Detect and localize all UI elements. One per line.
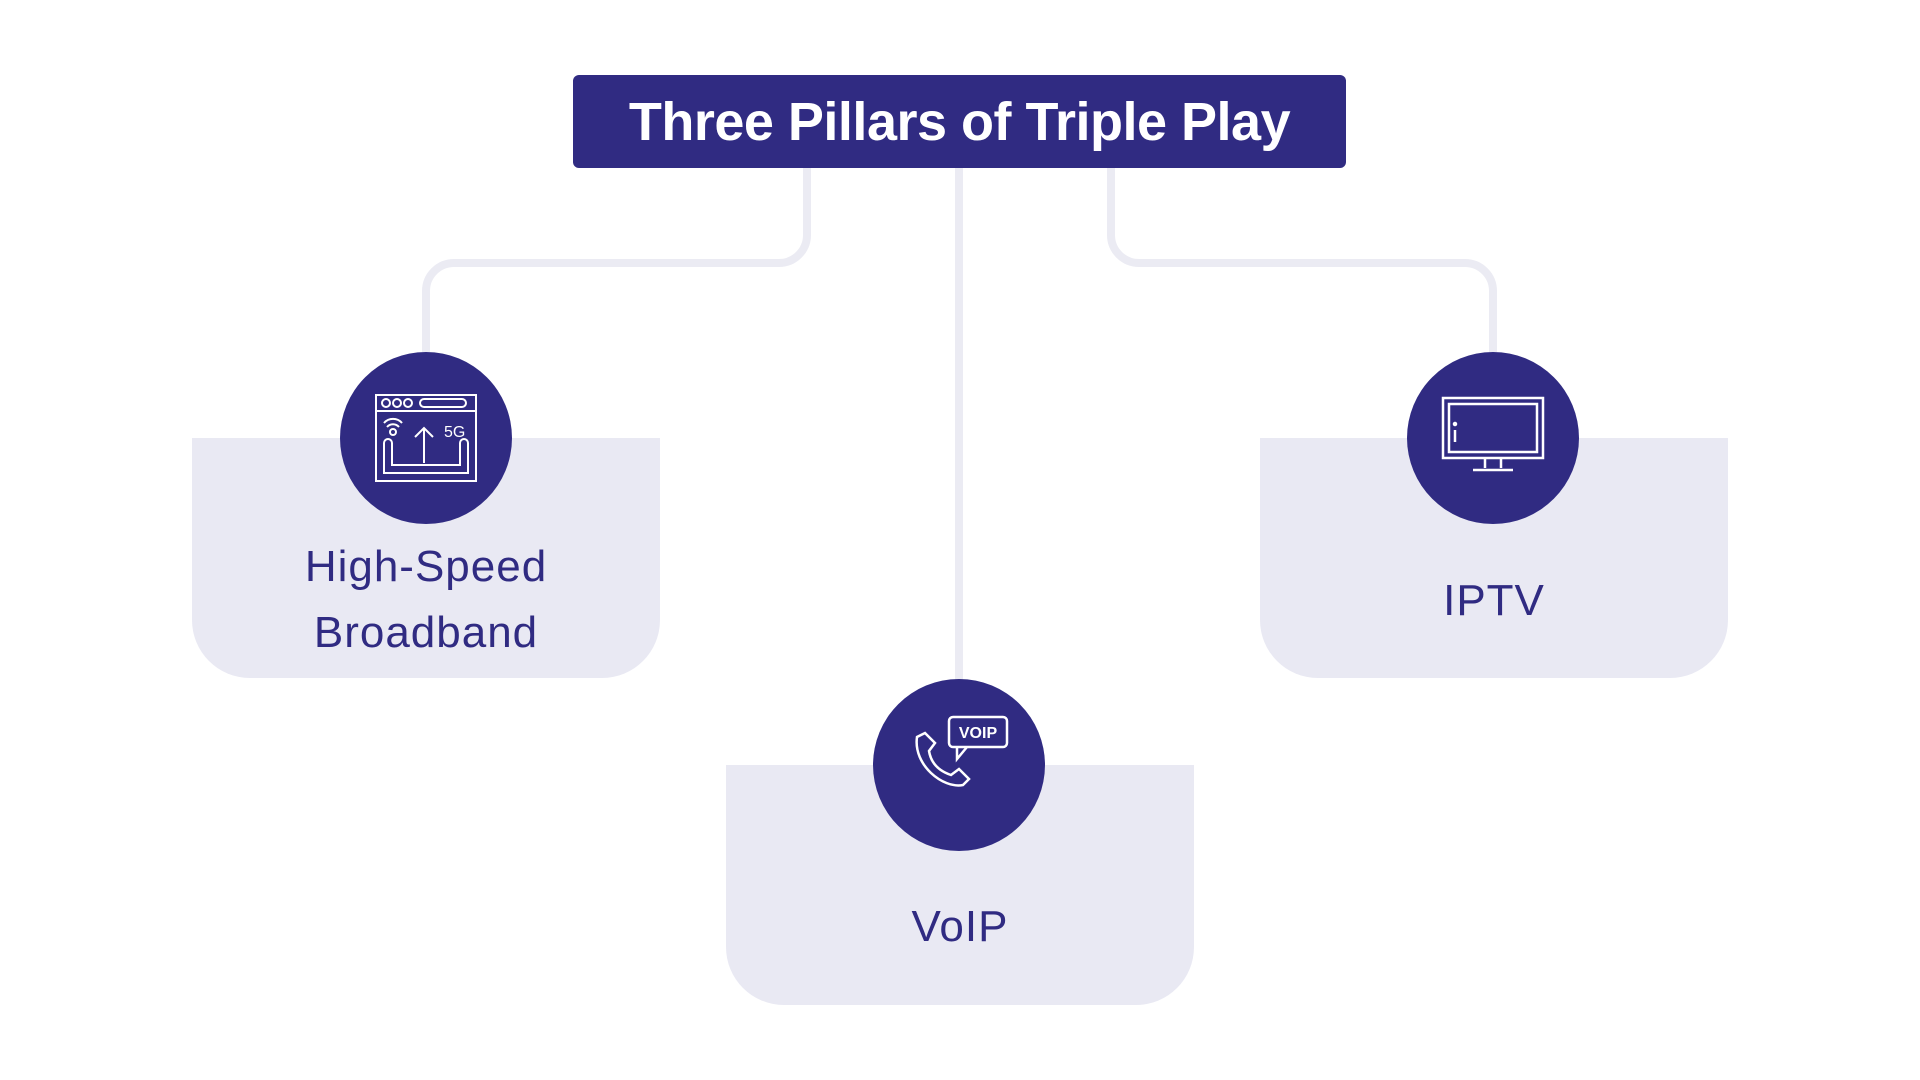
voip-icon-text: VOIP [959, 725, 998, 742]
svg-text:5G: 5G [444, 424, 465, 441]
broadband-5g-icon: 5G [340, 352, 512, 524]
pillar-label-iptv: IPTV [1443, 576, 1545, 625]
diagram-title: Three Pillars of Triple Play [573, 75, 1346, 168]
connector-broadband [422, 168, 811, 352]
voip-phone-icon: VOIP [873, 679, 1045, 851]
tv-monitor-icon [1407, 352, 1579, 524]
broadband-label-line2: Broadband [313, 608, 539, 657]
broadband-label-line1: High-Speed [304, 542, 548, 591]
pillar-label-voip: VoIP [911, 902, 1009, 951]
connector-iptv [1107, 168, 1497, 352]
pillar-label-broadband: High-Speed Broadband [192, 534, 660, 666]
